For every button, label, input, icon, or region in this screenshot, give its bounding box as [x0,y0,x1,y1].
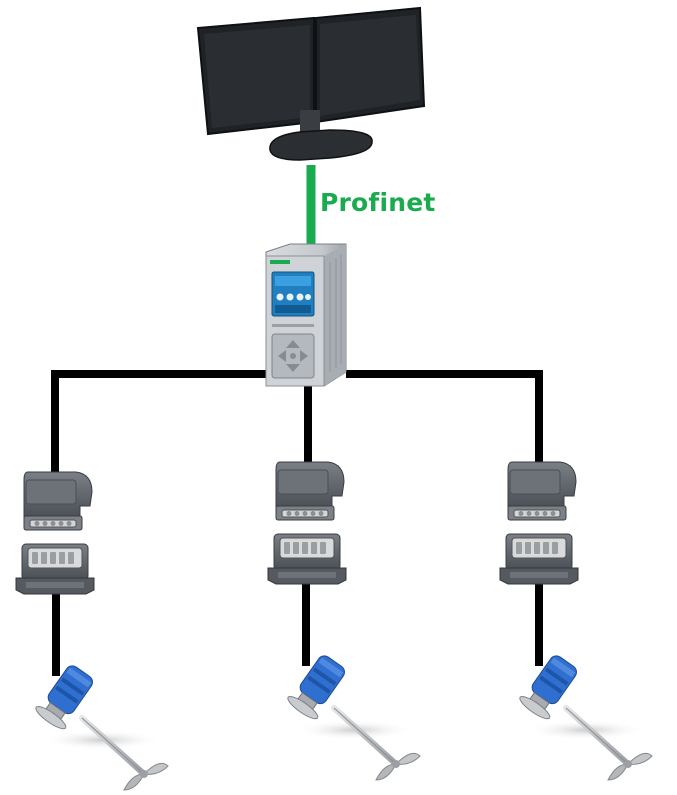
agitator-mixer-icon [33,661,168,790]
wire-left [51,370,268,476]
plc-cpu-icon [265,243,347,387]
agitator-mixer-icon [517,651,652,780]
industrial-connector-icon [15,471,95,595]
dual-monitor-icon [196,6,426,161]
field-wiring [51,370,543,676]
agitator-mixer-icon [285,651,420,780]
industrial-connector-icon [267,461,347,585]
wire-right [346,370,543,464]
industrial-connector-icon [499,461,579,585]
profinet-label: Profinet [320,188,436,217]
